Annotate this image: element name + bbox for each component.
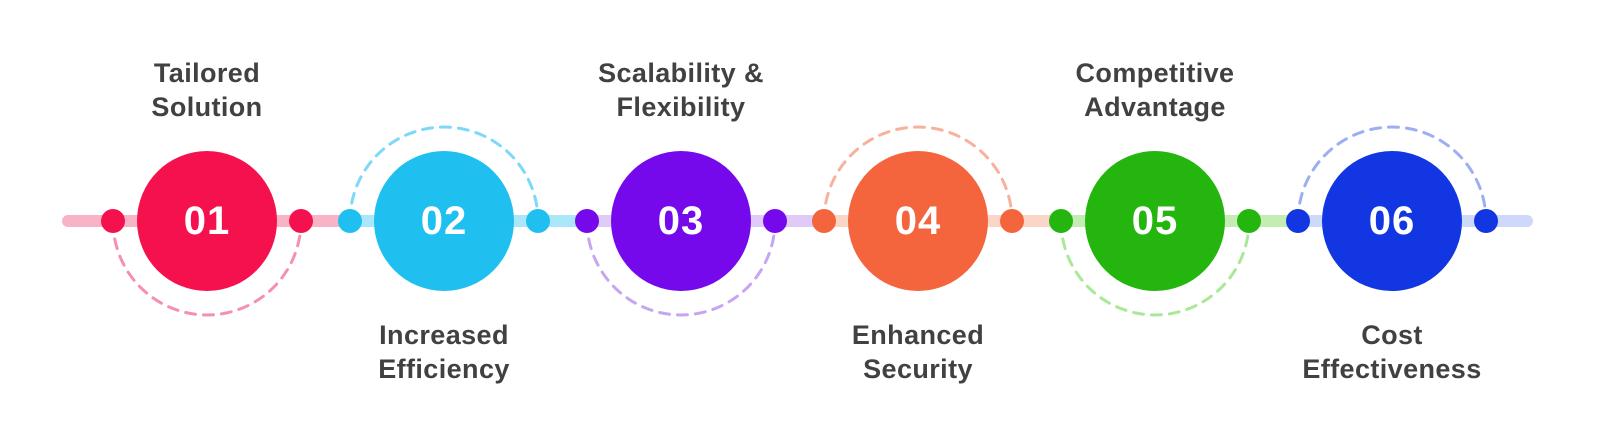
timeline-dot-left xyxy=(1286,209,1310,233)
dashed-arc xyxy=(585,219,777,317)
dashed-arc xyxy=(111,219,303,317)
step-label: Enhanced Security xyxy=(851,320,985,384)
timeline-dot-right xyxy=(763,209,787,233)
step-label: Scalability & Flexibility xyxy=(598,58,764,122)
dashed-arc xyxy=(1296,125,1488,223)
step-circle: 06 xyxy=(1322,151,1462,291)
timeline-dot-right xyxy=(526,209,550,233)
dashed-arc xyxy=(348,125,540,223)
step-number: 05 xyxy=(1131,198,1179,243)
step-circle: 01 xyxy=(137,151,277,291)
step-circle: 05 xyxy=(1085,151,1225,291)
timeline-dot-left xyxy=(575,209,599,233)
step-number: 03 xyxy=(657,198,705,243)
timeline-dot-left xyxy=(812,209,836,233)
step-label: Increased Efficiency xyxy=(378,320,510,384)
timeline-dot-right xyxy=(289,209,313,233)
timeline-dot-right xyxy=(1000,209,1024,233)
timeline-dot-right xyxy=(1237,209,1261,233)
dashed-arc xyxy=(1059,219,1251,317)
step-number: 04 xyxy=(894,198,942,243)
timeline-dot-left xyxy=(338,209,362,233)
timeline-dot-left xyxy=(101,209,125,233)
step-label: Cost Effectiveness xyxy=(1302,320,1482,384)
step-circle: 03 xyxy=(611,151,751,291)
step-number: 01 xyxy=(183,198,231,243)
step-label: Competitive Advantage xyxy=(1075,58,1235,122)
timeline-dot-right xyxy=(1474,209,1498,233)
dashed-arc xyxy=(822,125,1014,223)
timeline-dot-left xyxy=(1049,209,1073,233)
step-number: 02 xyxy=(420,198,468,243)
step-label: Tailored Solution xyxy=(151,58,263,122)
step-number: 06 xyxy=(1368,198,1416,243)
step-circle: 02 xyxy=(374,151,514,291)
step-circle: 04 xyxy=(848,151,988,291)
